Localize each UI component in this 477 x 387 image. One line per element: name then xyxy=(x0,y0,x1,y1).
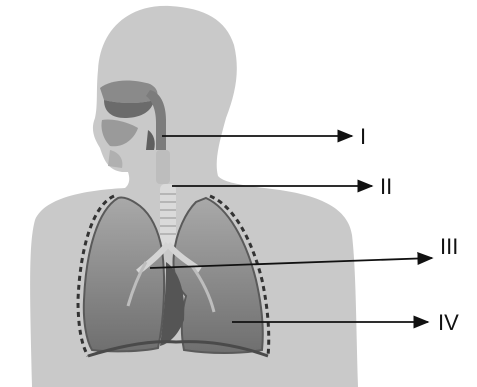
label-1: I xyxy=(360,124,366,149)
label-4: IV xyxy=(438,310,459,335)
label-2: II xyxy=(380,174,392,199)
label-3: III xyxy=(440,234,458,259)
